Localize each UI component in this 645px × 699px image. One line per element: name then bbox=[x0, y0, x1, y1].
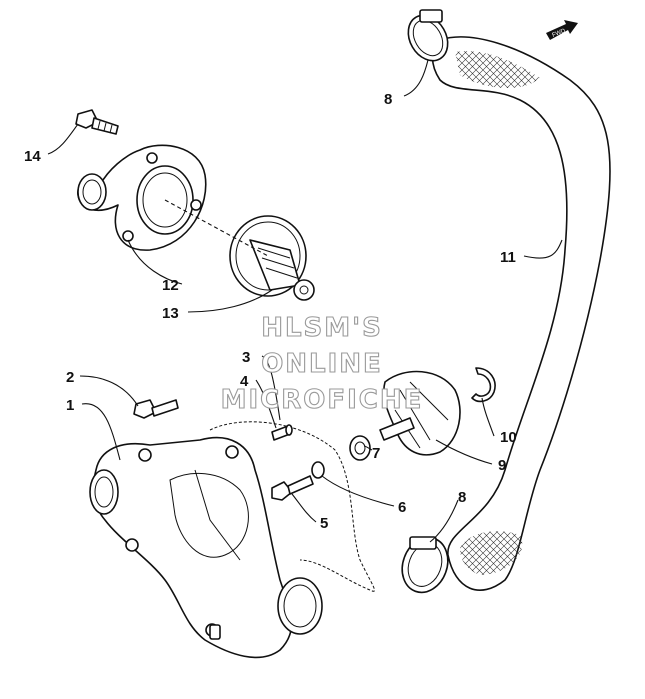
leader-lines bbox=[47, 59, 563, 543]
seal bbox=[349, 435, 371, 461]
bolt-2 bbox=[133, 399, 179, 419]
o-ring bbox=[311, 461, 325, 479]
bolt-14 bbox=[75, 109, 119, 135]
water-pump-housing bbox=[89, 436, 323, 659]
impeller bbox=[379, 370, 461, 456]
callout-1: 1 bbox=[66, 397, 74, 414]
callout-13: 13 bbox=[162, 305, 179, 322]
callout-4: 4 bbox=[240, 373, 249, 390]
callout-14: 14 bbox=[24, 148, 41, 165]
callout-5: 5 bbox=[320, 515, 328, 532]
snap-ring bbox=[471, 367, 496, 403]
callout-labels: 14 8 11 12 13 3 2 4 1 10 7 9 8 6 5 bbox=[24, 91, 517, 532]
callout-9: 9 bbox=[498, 457, 506, 474]
coolant-hose bbox=[431, 36, 611, 591]
callout-10: 10 bbox=[500, 429, 517, 446]
dowel-pin bbox=[271, 424, 293, 441]
svg-text:ONLINE: ONLINE bbox=[261, 349, 383, 379]
callout-7: 7 bbox=[372, 445, 380, 462]
forward-arrow-icon: FWD bbox=[546, 20, 578, 40]
svg-text:MICROFICHE: MICROFICHE bbox=[221, 385, 424, 415]
callout-12: 12 bbox=[162, 277, 179, 294]
hose-clamp-bottom bbox=[401, 536, 449, 594]
thermostat bbox=[229, 215, 315, 301]
svg-text:FWD: FWD bbox=[552, 28, 568, 39]
callout-3: 3 bbox=[242, 349, 250, 366]
svg-text:HLSM'S: HLSM'S bbox=[261, 313, 383, 343]
callout-8-bottom: 8 bbox=[458, 489, 466, 506]
watermark: HLSM'S ONLINE MICROFICHE bbox=[220, 312, 424, 415]
callout-2: 2 bbox=[66, 369, 74, 386]
thermostat-housing bbox=[77, 144, 207, 251]
bolt-5 bbox=[271, 475, 314, 501]
callout-8-top: 8 bbox=[384, 91, 392, 108]
callout-6: 6 bbox=[398, 499, 406, 516]
gasket bbox=[209, 421, 375, 592]
callout-11: 11 bbox=[500, 249, 516, 266]
hose-clamp-top bbox=[407, 9, 449, 62]
